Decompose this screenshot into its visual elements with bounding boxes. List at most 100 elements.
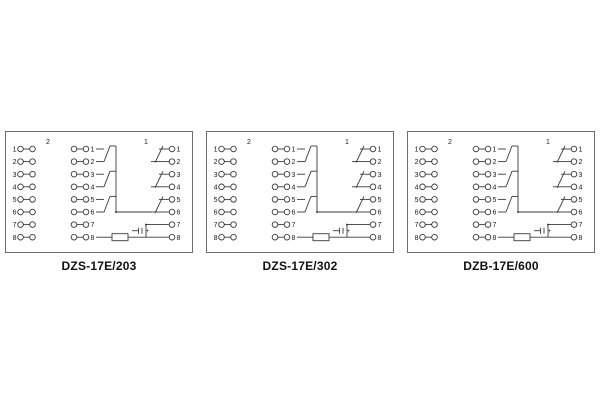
terminal-circle bbox=[230, 196, 237, 203]
terminal-circle bbox=[369, 221, 377, 228]
junction-dot bbox=[115, 211, 117, 213]
junction-dot bbox=[316, 211, 318, 213]
terminal-circle bbox=[472, 221, 480, 228]
left-terminal-number: 3 bbox=[415, 172, 419, 179]
terminal-circle bbox=[484, 158, 492, 165]
mid-terminal-number: 5 bbox=[493, 197, 497, 204]
left-terminal-number: 1 bbox=[13, 147, 17, 154]
terminal-circle bbox=[82, 183, 90, 191]
terminal-circle bbox=[70, 183, 78, 191]
terminal-circle bbox=[431, 158, 438, 165]
mid-terminal-number: 2 bbox=[493, 159, 497, 166]
terminal-circle bbox=[570, 196, 578, 203]
left-terminal-number: 4 bbox=[415, 184, 419, 191]
terminal-circle bbox=[419, 170, 426, 178]
left-terminal-number: 5 bbox=[214, 197, 218, 204]
terminal-circle bbox=[369, 196, 377, 203]
terminal-circle bbox=[29, 145, 36, 153]
terminal-circle bbox=[431, 196, 438, 203]
terminal-circle bbox=[70, 158, 78, 165]
left-terminal-number: 7 bbox=[415, 222, 419, 229]
terminal-circle bbox=[29, 221, 36, 228]
terminal-circle bbox=[271, 158, 279, 165]
right-terminal-number: 5 bbox=[378, 197, 382, 204]
left-terminal-number: 6 bbox=[13, 210, 17, 217]
right-terminal-number: 2 bbox=[579, 159, 583, 166]
left-terminal-number: 7 bbox=[214, 222, 218, 229]
terminal-circle bbox=[419, 183, 426, 191]
right-terminal-number: 3 bbox=[177, 172, 181, 179]
coil-polarity-mark: + bbox=[548, 229, 552, 235]
schematic-wiring bbox=[224, 145, 370, 242]
column-label-right: 1 bbox=[546, 139, 550, 146]
mid-terminal-number: 3 bbox=[493, 172, 497, 179]
junction-dot bbox=[346, 223, 348, 226]
terminal-circle bbox=[230, 183, 237, 191]
terminal-circle bbox=[29, 208, 36, 216]
terminal-circle bbox=[218, 233, 225, 241]
terminal-circle bbox=[82, 208, 90, 216]
terminal-circle bbox=[29, 196, 36, 203]
terminal-circle bbox=[283, 183, 291, 191]
terminal-circle bbox=[218, 158, 225, 165]
left-terminal-number: 6 bbox=[415, 210, 419, 217]
right-terminal-number: 6 bbox=[177, 210, 181, 217]
terminal-circle bbox=[29, 183, 36, 191]
terminal-circle bbox=[472, 208, 480, 216]
terminal-circle bbox=[168, 196, 176, 203]
mid-terminal-number: 6 bbox=[91, 210, 95, 217]
terminal-circle bbox=[369, 145, 377, 153]
terminal-circle bbox=[230, 158, 237, 165]
column-label-left: 2 bbox=[247, 139, 251, 146]
terminal-circle bbox=[82, 196, 90, 203]
terminal-circle bbox=[17, 233, 24, 241]
terminal-circle bbox=[283, 145, 291, 153]
terminal-circle bbox=[419, 233, 426, 241]
terminal-circle bbox=[472, 145, 480, 153]
mid-terminal-number: 8 bbox=[493, 235, 497, 242]
terminal-circle bbox=[82, 233, 90, 241]
terminal-circle bbox=[570, 233, 578, 241]
left-terminal-number: 3 bbox=[13, 172, 17, 179]
right-terminal-number: 6 bbox=[378, 210, 382, 217]
terminal-circle bbox=[168, 208, 176, 216]
terminal-circle bbox=[70, 208, 78, 216]
terminal-circle bbox=[283, 221, 291, 228]
terminal-circle bbox=[431, 183, 438, 191]
terminal-circle bbox=[230, 233, 237, 241]
right-terminal-number: 1 bbox=[579, 147, 583, 154]
terminal-circle bbox=[230, 170, 237, 178]
terminal-circle bbox=[271, 170, 279, 178]
terminal-circle bbox=[484, 221, 492, 228]
terminal-circle bbox=[472, 170, 480, 178]
mid-terminal-number: 4 bbox=[91, 184, 95, 191]
terminal-circle bbox=[369, 170, 377, 178]
left-terminal-number: 1 bbox=[214, 147, 218, 154]
mid-terminal-number: 1 bbox=[91, 147, 95, 154]
terminal-circle bbox=[419, 196, 426, 203]
left-terminal-number: 8 bbox=[214, 235, 218, 242]
terminal-circle bbox=[419, 221, 426, 228]
terminal-circle bbox=[218, 221, 225, 228]
mid-terminal-number: 2 bbox=[292, 159, 296, 166]
terminal-circle bbox=[431, 208, 438, 216]
terminal-circle bbox=[283, 208, 291, 216]
terminal-circle bbox=[230, 208, 237, 216]
terminal-circle bbox=[82, 170, 90, 178]
terminal-circle bbox=[419, 208, 426, 216]
right-terminal-number: 1 bbox=[177, 147, 181, 154]
junction-dot bbox=[547, 223, 549, 226]
right-terminal-number: 1 bbox=[378, 147, 382, 154]
terminal-circle bbox=[17, 170, 24, 178]
right-terminal-number: 7 bbox=[378, 222, 382, 229]
terminal-circle bbox=[82, 145, 90, 153]
terminal-circle bbox=[29, 158, 36, 165]
terminal-circle bbox=[369, 158, 377, 165]
right-terminal-number: 3 bbox=[378, 172, 382, 179]
terminal-circle bbox=[168, 170, 176, 178]
column-label-left: 2 bbox=[46, 139, 50, 146]
terminal-circle bbox=[271, 196, 279, 203]
mid-terminal-number: 3 bbox=[292, 172, 296, 179]
